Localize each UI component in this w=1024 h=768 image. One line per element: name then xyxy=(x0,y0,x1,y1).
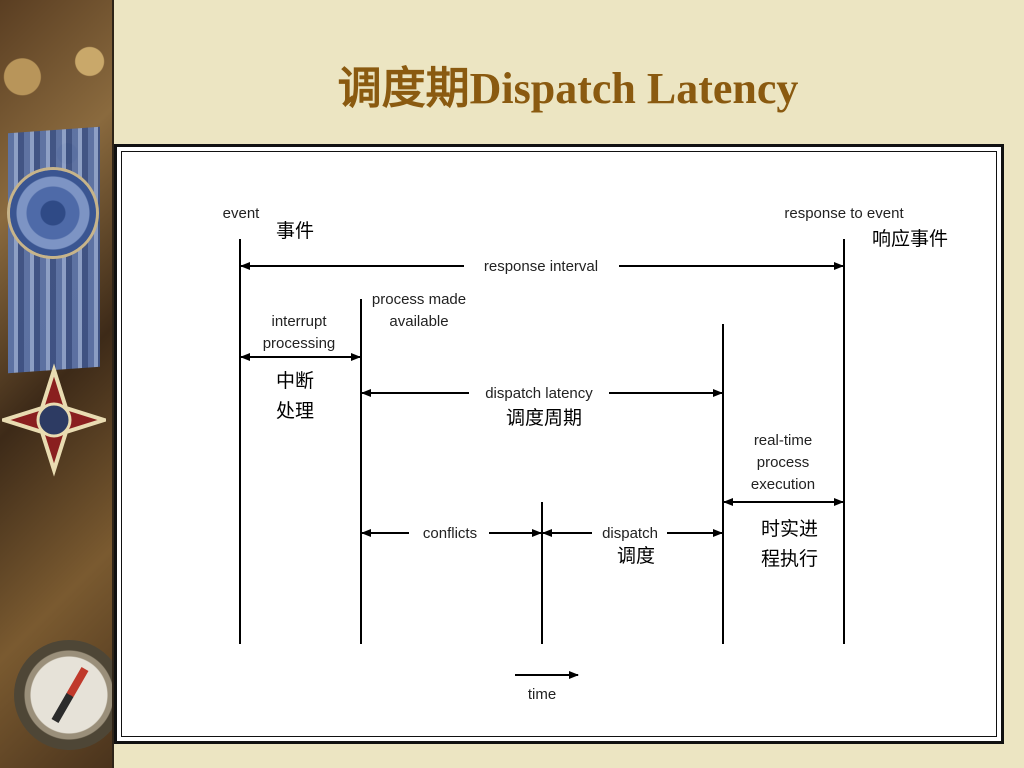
realtime-label-line2: process xyxy=(757,454,810,471)
conflicts-label: conflicts xyxy=(423,525,477,542)
interrupt-cn-line2: 处理 xyxy=(276,400,314,422)
realtime-cn-line1: 时实进 xyxy=(761,518,818,540)
dispatch-latency-label: dispatch latency xyxy=(485,385,593,402)
time-label: time xyxy=(528,686,556,703)
response-interval-label: response interval xyxy=(484,258,598,275)
event-label: event xyxy=(223,205,261,222)
interrupt-label-line1: interrupt xyxy=(271,313,327,330)
response-to-event-label: response to event xyxy=(784,205,904,222)
rosette-decoration xyxy=(10,170,96,256)
diagram-panel: response interval dispatch latency confl… xyxy=(121,151,997,737)
realtime-label-line3: execution xyxy=(751,476,815,493)
medal-cross-icon xyxy=(2,363,106,477)
slide-title: 调度期Dispatch Latency xyxy=(337,64,799,113)
dispatch-label: dispatch xyxy=(602,525,658,542)
compass-decoration xyxy=(14,640,112,750)
diagram-frame: response interval dispatch latency confl… xyxy=(114,144,1004,744)
dispatch-cn-label: 调度 xyxy=(617,545,655,567)
process-made-available-line1: process made xyxy=(372,291,466,308)
dispatch-latency-diagram: response interval dispatch latency confl… xyxy=(223,205,948,703)
event-cn-label: 事件 xyxy=(276,220,314,242)
side-decoration xyxy=(0,0,114,768)
realtime-label-line1: real-time xyxy=(754,432,812,449)
interrupt-label-line2: processing xyxy=(263,335,336,352)
interrupt-cn-line1: 中断 xyxy=(276,370,314,392)
dispatch-latency-cn-label: 调度周期 xyxy=(506,407,582,429)
realtime-cn-line2: 程执行 xyxy=(761,548,818,570)
response-to-event-cn-label: 响应事件 xyxy=(872,228,948,250)
process-made-available-line2: available xyxy=(389,313,448,330)
